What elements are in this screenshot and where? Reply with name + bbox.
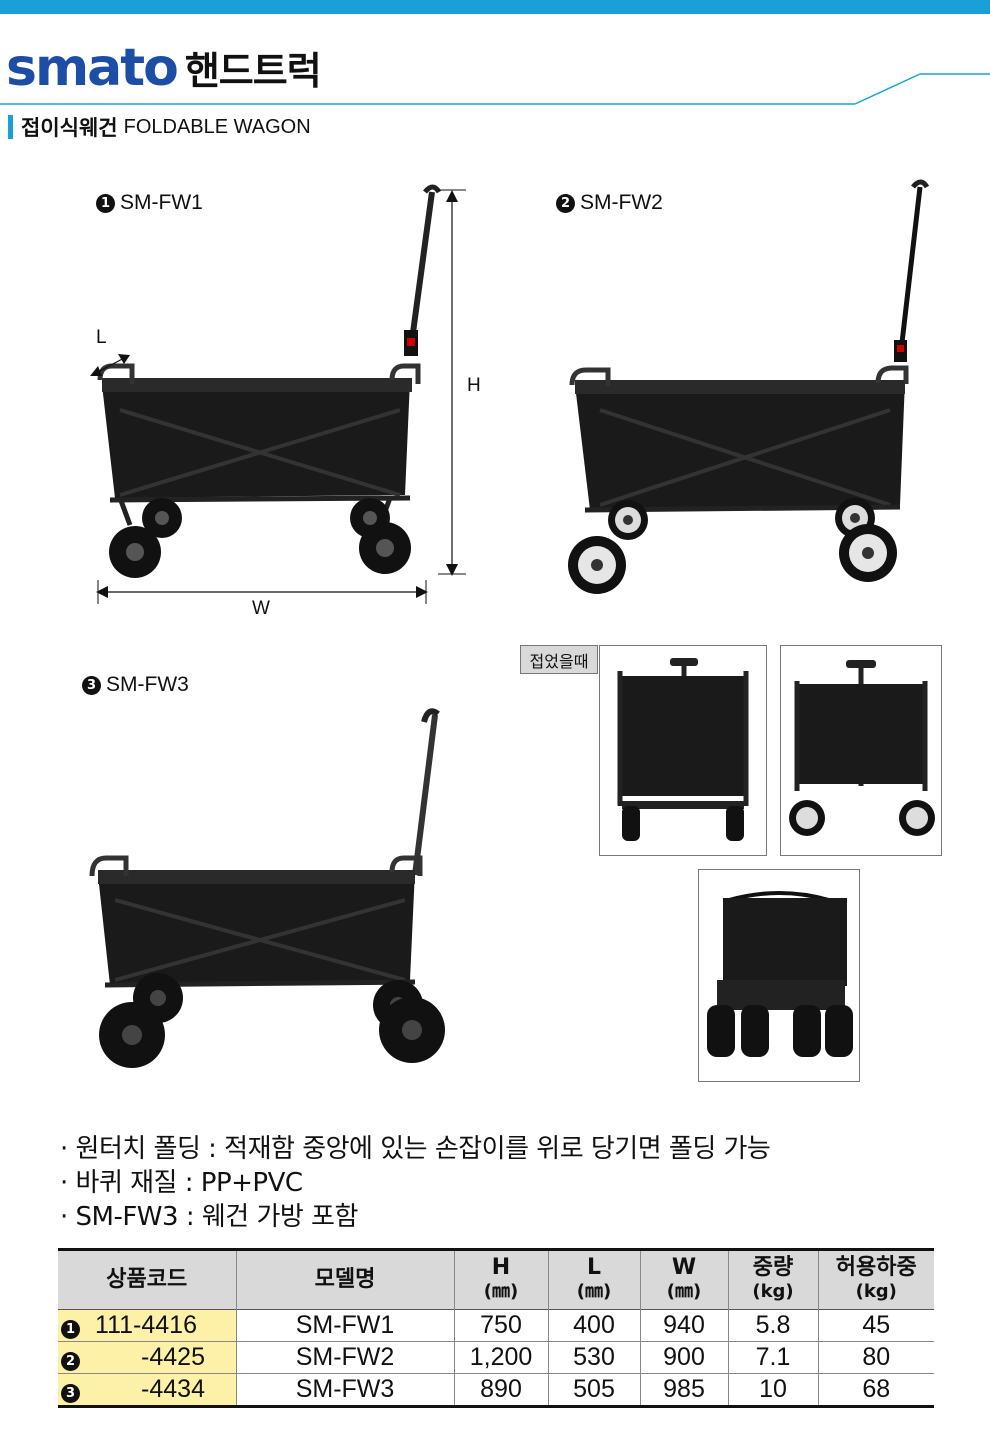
cell-w: 940: [639, 1309, 728, 1342]
folded-photo-1: [599, 645, 767, 856]
product-label-3: 3 SM-FW3: [82, 673, 189, 697]
cell-model: SM-FW3: [235, 1373, 454, 1408]
code-value: -4434: [141, 1375, 205, 1403]
header-h-unit: (㎜): [483, 1281, 519, 1302]
cell-h: 890: [453, 1373, 548, 1408]
cell-l: 400: [547, 1309, 640, 1342]
header-h-label: H: [491, 1255, 511, 1280]
header-load: 허용하중(kg): [817, 1249, 934, 1310]
table-row: 3 -4434 SM-FW3 890 505 985 10 68: [58, 1373, 934, 1408]
code-value: 111-4416: [95, 1311, 197, 1339]
header-l: L(㎜): [547, 1249, 640, 1310]
marker-1: 1: [96, 193, 115, 213]
cell-l: 505: [547, 1373, 640, 1408]
code-value: -4425: [141, 1343, 205, 1371]
cell-weight: 10: [727, 1373, 818, 1408]
cell-model: SM-FW2: [235, 1341, 454, 1374]
product-name-3: SM-FW3: [106, 673, 189, 696]
header-l-unit: (㎜): [576, 1281, 612, 1302]
row-marker: 3: [61, 1384, 80, 1403]
cell-h: 750: [453, 1309, 548, 1342]
wagon-image-1: [90, 184, 466, 604]
section-heading: 접이식웨건 FOLDABLE WAGON: [8, 114, 311, 140]
header-w: W(㎜): [639, 1249, 728, 1310]
marker-3: 3: [82, 675, 101, 695]
table-header-row: 상품코드 모델명 H(㎜) L(㎜) W(㎜) 중량(kg) 허용하중(kg): [58, 1249, 934, 1310]
wagon-image-3: [89, 708, 445, 1068]
header-code: 상품코드: [58, 1249, 236, 1310]
header-l-label: L: [586, 1255, 602, 1280]
header-divider-line: [0, 73, 990, 105]
header-w-label: W: [671, 1255, 697, 1280]
cell-w: 985: [639, 1373, 728, 1408]
section-marker: [8, 115, 13, 139]
folded-photo-3: [698, 869, 860, 1082]
header-model: 모델명: [235, 1249, 454, 1310]
table-row: 1 111-4416 SM-FW1 750 400 940 5.8 45: [58, 1309, 934, 1342]
cell-w: 900: [639, 1341, 728, 1374]
table-row: 2 -4425 SM-FW2 1,200 530 900 7.1 80: [58, 1341, 934, 1374]
section-title-kr: 접이식웨건: [21, 116, 118, 140]
note-item: · 원터치 폴딩 : 적재함 중앙에 있는 손잡이를 위로 당기면 폴딩 가능: [60, 1134, 771, 1164]
brand-header: smato 핸드트럭: [6, 34, 322, 98]
cell-code: 1 111-4416: [58, 1309, 236, 1342]
wagon-image-2: [568, 179, 930, 594]
row-marker: 1: [61, 1320, 80, 1339]
cell-h: 1,200: [453, 1341, 548, 1374]
dimension-w-label: W: [252, 598, 270, 619]
folded-photo-2: [780, 645, 942, 856]
note-item: · SM-FW3 : 웨건 가방 포함: [60, 1202, 358, 1232]
product-label-2: 2 SM-FW2: [556, 191, 663, 215]
cell-code: 2 -4425: [58, 1341, 236, 1374]
note-item: · 바퀴 재질 : PP+PVC: [60, 1168, 303, 1198]
cell-load: 45: [817, 1309, 934, 1342]
product-label-1: 1 SM-FW1: [96, 191, 203, 215]
cell-model: SM-FW1: [235, 1309, 454, 1342]
dimension-h-label: H: [467, 375, 481, 396]
cell-weight: 5.8: [727, 1309, 818, 1342]
folded-wagon-1-image: [617, 658, 749, 841]
cell-code: 3 -4434: [58, 1373, 236, 1408]
top-accent-bar: [0, 0, 990, 14]
spec-table: 상품코드 모델명 H(㎜) L(㎜) W(㎜) 중량(kg) 허용하중(kg) …: [58, 1248, 934, 1408]
cell-load: 68: [817, 1373, 934, 1408]
header-load-unit: (kg): [855, 1281, 897, 1302]
marker-2: 2: [556, 193, 575, 213]
folded-wagon-3-image: [707, 891, 853, 1057]
feature-notes: · 원터치 폴딩 : 적재함 중앙에 있는 손잡이를 위로 당기면 폴딩 가능 …: [60, 1132, 771, 1234]
cell-weight: 7.1: [727, 1341, 818, 1374]
dimension-l-label: L: [96, 327, 107, 348]
brand-logo: smato: [6, 38, 179, 98]
row-marker: 2: [61, 1352, 80, 1371]
header-weight: 중량(kg): [727, 1249, 818, 1310]
folded-wagon-2-image: [789, 660, 935, 836]
folded-label: 접었을때: [520, 645, 598, 674]
cell-l: 530: [547, 1341, 640, 1374]
header-h: H(㎜): [453, 1249, 548, 1310]
cell-load: 80: [817, 1341, 934, 1374]
product-name-1: SM-FW1: [120, 191, 203, 214]
header-weight-label: 중량: [752, 1255, 794, 1280]
header-weight-unit: (kg): [752, 1281, 794, 1302]
product-name-2: SM-FW2: [580, 191, 663, 214]
page-title: 핸드트럭: [184, 49, 322, 93]
section-title-en: FOLDABLE WAGON: [123, 115, 311, 138]
header-load-label: 허용하중: [835, 1255, 917, 1280]
header-w-unit: (㎜): [666, 1281, 702, 1302]
